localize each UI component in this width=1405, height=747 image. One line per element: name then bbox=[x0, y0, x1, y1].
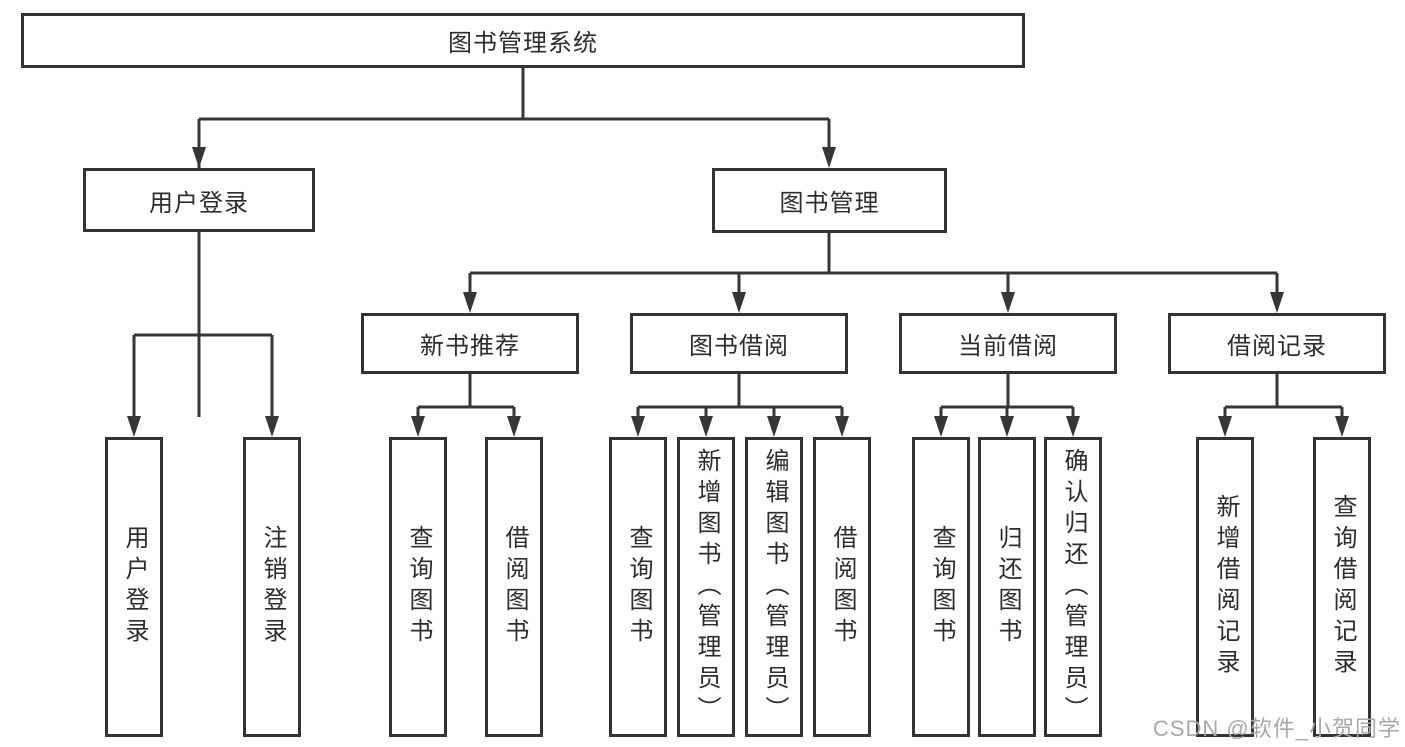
leaf-borrow-book-under-borrow: 借阅图书 bbox=[813, 437, 871, 737]
leaf-query-book-under-current: 查询图书 bbox=[912, 437, 970, 737]
node-new-book-recommend: 新书推荐 bbox=[361, 313, 579, 374]
leaf-edit-book-admin: 编辑图书（管理员） bbox=[745, 437, 803, 737]
leaf-add-borrow-record: 新增借阅记录 bbox=[1196, 437, 1254, 737]
connector-borrow-records-to-leaves bbox=[1218, 374, 1349, 437]
leaf-borrow-book-under-recommend: 借阅图书 bbox=[485, 437, 543, 737]
node-current-borrow-label: 当前借阅 bbox=[958, 333, 1058, 360]
leaf-user-login: 用户登录 bbox=[105, 437, 163, 737]
node-book-borrow-label: 图书借阅 bbox=[689, 333, 789, 360]
leaf-borrow-book-under-recommend-label: 借阅图书 bbox=[501, 525, 528, 649]
leaf-return-book-label: 归还图书 bbox=[994, 525, 1021, 649]
leaf-confirm-return-admin-label: 确认归还（管理员） bbox=[1060, 447, 1087, 727]
leaf-query-book-under-recommend: 查询图书 bbox=[389, 437, 447, 737]
leaf-edit-book-admin-label: 编辑图书（管理员） bbox=[761, 447, 788, 727]
connector-root-to-level2 bbox=[192, 68, 836, 417]
leaf-user-login-label: 用户登录 bbox=[121, 525, 148, 649]
leaf-add-book-admin-label: 新增图书（管理员） bbox=[693, 447, 720, 727]
leaf-query-book-under-borrow: 查询图书 bbox=[609, 437, 667, 737]
connector-new-book-recommend-to-leaves bbox=[411, 374, 521, 437]
connector-book-borrow-to-leaves bbox=[631, 374, 849, 437]
leaf-borrow-book-under-borrow-label: 借阅图书 bbox=[829, 525, 856, 649]
leaf-query-borrow-record: 查询借阅记录 bbox=[1313, 437, 1371, 737]
leaf-query-borrow-record-label: 查询借阅记录 bbox=[1329, 494, 1356, 680]
node-root-label: 图书管理系统 bbox=[448, 30, 598, 57]
leaf-logout: 注销登录 bbox=[243, 437, 301, 737]
node-new-book-recommend-label: 新书推荐 bbox=[420, 333, 520, 360]
node-user-login-label: 用户登录 bbox=[149, 189, 249, 217]
node-user-login: 用户登录 bbox=[83, 168, 315, 232]
node-borrow-records: 借阅记录 bbox=[1168, 313, 1386, 374]
leaf-query-book-under-borrow-label: 查询图书 bbox=[625, 525, 652, 649]
leaf-add-book-admin: 新增图书（管理员） bbox=[677, 437, 735, 737]
leaf-logout-label: 注销登录 bbox=[259, 525, 286, 649]
watermark-text: CSDN @软件_小贺同学 bbox=[1152, 716, 1401, 741]
node-book-management-label: 图书管理 bbox=[779, 190, 880, 217]
node-book-management: 图书管理 bbox=[712, 168, 947, 233]
leaf-query-book-under-current-label: 查询图书 bbox=[928, 525, 955, 649]
node-book-borrow: 图书借阅 bbox=[630, 313, 848, 374]
leaf-query-book-under-recommend-label: 查询图书 bbox=[405, 525, 432, 649]
connector-user-login-to-leaves bbox=[127, 233, 279, 437]
node-root: 图书管理系统 bbox=[21, 13, 1025, 68]
leaf-return-book: 归还图书 bbox=[978, 437, 1036, 737]
connector-book-management-to-level3 bbox=[463, 233, 1284, 313]
node-borrow-records-label: 借阅记录 bbox=[1227, 333, 1327, 360]
node-current-borrow: 当前借阅 bbox=[899, 313, 1117, 374]
leaf-confirm-return-admin: 确认归还（管理员） bbox=[1044, 437, 1102, 737]
connector-current-borrow-to-leaves bbox=[934, 374, 1080, 437]
leaf-add-borrow-record-label: 新增借阅记录 bbox=[1212, 494, 1239, 680]
